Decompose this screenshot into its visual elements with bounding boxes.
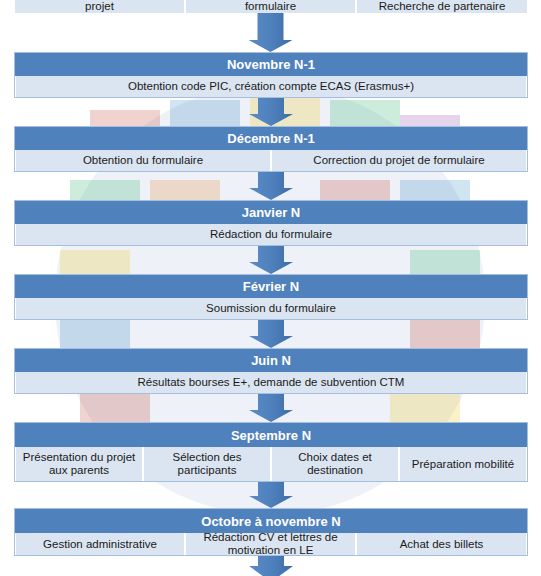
stage-heading: Septembre N: [15, 423, 527, 447]
task-text: Achat des billets: [397, 538, 487, 551]
task-text: Correction du projet de formulaire: [310, 154, 487, 167]
stage-heading: Février N: [15, 275, 527, 298]
task-text: Rédaction CV et lettres de motivation en…: [186, 531, 355, 557]
flow-arrow-continuation: [249, 556, 293, 576]
task-cell: Soumission du formulaire: [15, 298, 527, 319]
flow-arrow: [249, 394, 293, 422]
task-text: Choix dates et destination: [272, 451, 398, 477]
task-text: Résultats bourses E+, demande de subvent…: [135, 376, 408, 389]
flow-arrow: [249, 172, 293, 200]
timeline-stage: Juin N Résultats bourses E+, demande de s…: [14, 348, 528, 394]
stage-heading: Octobre à novembre N: [15, 509, 527, 533]
task-text: Recherche de partenaire: [376, 0, 509, 13]
task-text: formulaire: [242, 0, 299, 13]
task-cell: Préparation mobilité: [399, 447, 527, 481]
stage-heading: Janvier N: [15, 201, 527, 224]
task-cell: Sélection des participants: [143, 447, 271, 481]
flow-arrow: [249, 482, 293, 508]
task-cell: formulaire: [185, 0, 356, 13]
task-cell: Gestion administrative: [15, 533, 185, 555]
task-text: Sélection des participants: [144, 451, 270, 477]
task-cell: Rédaction CV et lettres de motivation en…: [185, 533, 356, 555]
flow-arrow: [249, 320, 293, 348]
task-text: Obtention du formulaire: [80, 154, 206, 167]
task-text: projet: [82, 0, 117, 13]
flow-arrow: [249, 98, 293, 126]
task-text: Gestion administrative: [40, 538, 160, 551]
task-text: Préparation mobilité: [409, 458, 517, 471]
timeline-stage: Octobre à novembre N Gestion administrati…: [14, 508, 528, 556]
task-cell: Obtention code PIC, création compte ECAS…: [15, 76, 527, 97]
flow-arrow: [249, 246, 293, 274]
task-cell: Rédaction du formulaire: [15, 224, 527, 245]
task-text: Présentation du projet aux parents: [16, 451, 142, 477]
task-cell: Obtention du formulaire: [15, 150, 271, 171]
task-cell: Choix dates et destination: [271, 447, 399, 481]
timeline-stage: Septembre N Présentation du projet aux pa…: [14, 422, 528, 482]
stage-heading: Décembre N-1: [15, 127, 527, 150]
task-cell: Présentation du projet aux parents: [15, 447, 143, 481]
stage-heading: Juin N: [15, 349, 527, 372]
task-cell: projet: [14, 0, 185, 13]
task-cell: Résultats bourses E+, demande de subvent…: [15, 372, 527, 393]
stage-heading: Novembre N-1: [15, 53, 527, 76]
task-cell: Correction du projet de formulaire: [271, 150, 527, 171]
timeline-stage: Décembre N-1Obtention du formulaire Corre…: [14, 126, 528, 172]
timeline-stage: Janvier N Rédaction du formulaire: [14, 200, 528, 246]
task-text: Soumission du formulaire: [203, 302, 339, 315]
timeline-stage: Novembre N-1Obtention code PIC, création…: [14, 52, 528, 98]
task-cell: Achat des billets: [356, 533, 527, 555]
flow-arrow: [249, 13, 293, 52]
task-text: Obtention code PIC, création compte ECAS…: [125, 80, 417, 93]
task-text: Rédaction du formulaire: [207, 228, 335, 241]
task-cell: Recherche de partenaire: [356, 0, 528, 13]
timeline-stage: Février N Soumission du formulaire: [14, 274, 528, 320]
